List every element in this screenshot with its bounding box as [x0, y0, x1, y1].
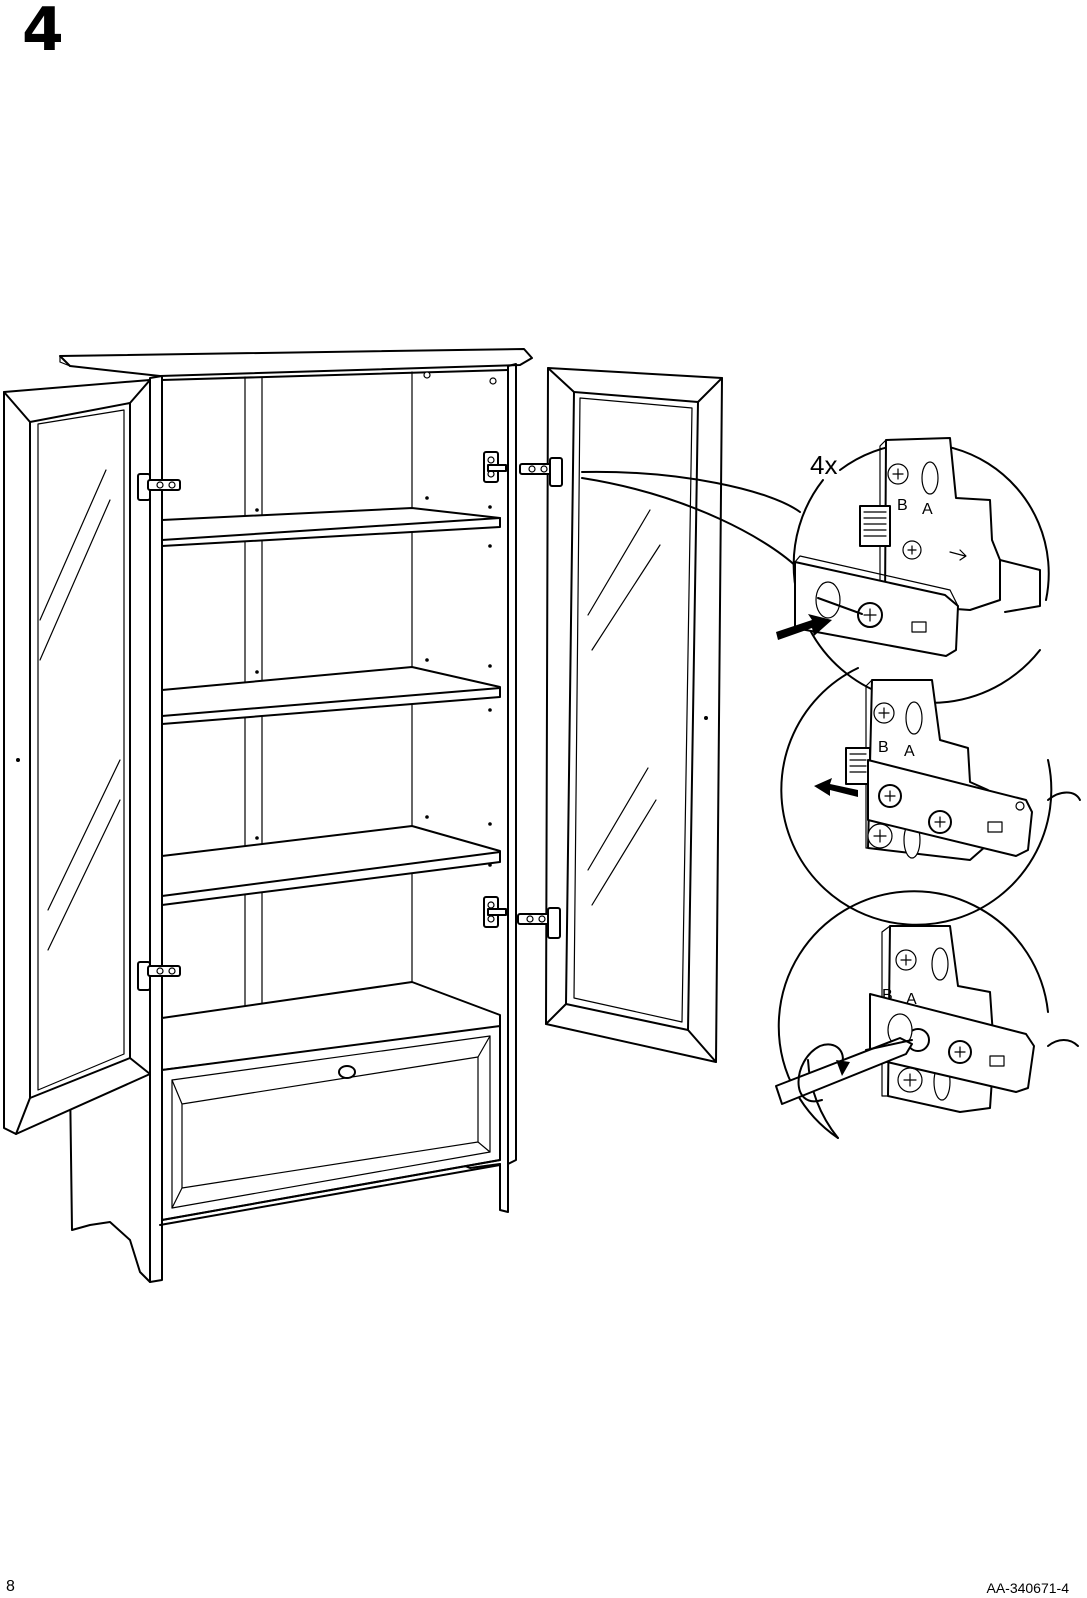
- right-door-hinge-top: [520, 458, 562, 486]
- detail-label-a: A: [922, 501, 933, 518]
- detail-label-b-2: B: [878, 739, 889, 756]
- hinge-detail-icon-2: B A: [781, 668, 1080, 925]
- hinge-detail-icon-3: B A: [776, 891, 1078, 1138]
- article-code: AA-340671-4: [986, 1580, 1069, 1596]
- cabinet-hinge-top-right: [484, 452, 506, 482]
- right-door-hinge-bottom: [518, 908, 560, 938]
- detail-label-a-2: A: [904, 743, 915, 760]
- hinge-detail-icon: B A 4x: [776, 438, 1049, 703]
- quantity-label: 4x: [810, 450, 837, 480]
- cabinet-hinge-bottom-right: [484, 897, 506, 927]
- page-number: 8: [6, 1578, 15, 1596]
- detail-label-b: B: [897, 497, 908, 514]
